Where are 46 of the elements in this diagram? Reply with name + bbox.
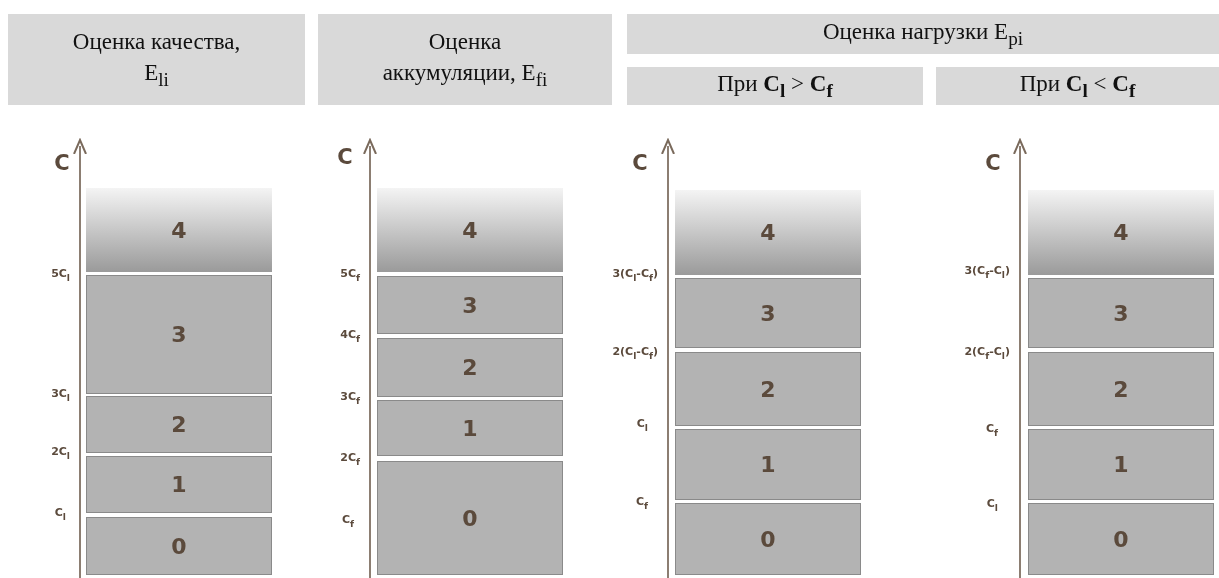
tick-label: C$_{f}$ bbox=[635, 495, 648, 511]
level-bar: 1 bbox=[1028, 429, 1214, 500]
axis-label: C bbox=[985, 151, 1001, 175]
level-bar: 4 bbox=[1028, 190, 1214, 275]
level-bar: 0 bbox=[377, 461, 563, 575]
axis-label: C bbox=[632, 151, 648, 175]
level-bar: 4 bbox=[377, 188, 563, 272]
tick-label: 5C$_{f}$ bbox=[340, 267, 360, 283]
level-bar: 1 bbox=[86, 456, 272, 513]
tick-label: 2C$_{f}$ bbox=[340, 451, 360, 467]
level-bar: 3 bbox=[377, 276, 563, 334]
tick-label: 4C$_{f}$ bbox=[340, 328, 360, 344]
tick-label: 3C$_{f}$ bbox=[340, 390, 360, 406]
tick-label: 5C$_{l}$ bbox=[51, 267, 70, 283]
header-cell: Оценка качества, E$_{li}$ bbox=[8, 14, 305, 105]
tick-label: 2C$_{l}$ bbox=[51, 445, 70, 461]
level-bar: 3 bbox=[1028, 278, 1214, 348]
tick-label: 2(C$_{f}$-C$_{l}$) bbox=[964, 345, 1010, 361]
axis-label: C bbox=[337, 145, 353, 169]
tick-label: C$_{l}$ bbox=[636, 417, 648, 433]
tick-label: C$_{f}$ bbox=[341, 513, 354, 529]
header-cell: При C$_{l}$ < C$_{f}$ bbox=[936, 67, 1219, 105]
level-bar: 4 bbox=[675, 190, 861, 275]
level-bar: 2 bbox=[675, 352, 861, 426]
tick-label: C$_{l}$ bbox=[54, 506, 66, 522]
axis-label: C bbox=[54, 151, 70, 175]
level-bar: 1 bbox=[377, 400, 563, 456]
level-bar: 4 bbox=[86, 188, 272, 272]
level-bar: 2 bbox=[377, 338, 563, 397]
level-bar: 0 bbox=[1028, 503, 1214, 575]
level-bar: 3 bbox=[86, 275, 272, 394]
level-bar: 0 bbox=[675, 503, 861, 575]
tick-label: 3C$_{l}$ bbox=[51, 387, 70, 403]
level-bar: 2 bbox=[1028, 352, 1214, 426]
header-cell: Оценка нагрузки E$_{pi}$ bbox=[627, 14, 1219, 54]
tick-label: 3(C$_{l}$-C$_{f}$) bbox=[612, 267, 658, 283]
tick-label: 2(C$_{l}$-C$_{f}$) bbox=[612, 345, 658, 361]
tick-label: C$_{l}$ bbox=[986, 497, 998, 513]
level-bar: 0 bbox=[86, 517, 272, 575]
tick-label: 3(C$_{f}$-C$_{l}$) bbox=[964, 264, 1010, 280]
level-bar: 3 bbox=[675, 278, 861, 348]
level-bar: 1 bbox=[675, 429, 861, 500]
header-cell: При C$_{l}$ > C$_{f}$ bbox=[627, 67, 923, 105]
level-bar: 2 bbox=[86, 396, 272, 453]
header-cell: Оценка аккумуляции, E$_{fi}$ bbox=[318, 14, 612, 105]
tick-label: C$_{f}$ bbox=[985, 422, 998, 438]
